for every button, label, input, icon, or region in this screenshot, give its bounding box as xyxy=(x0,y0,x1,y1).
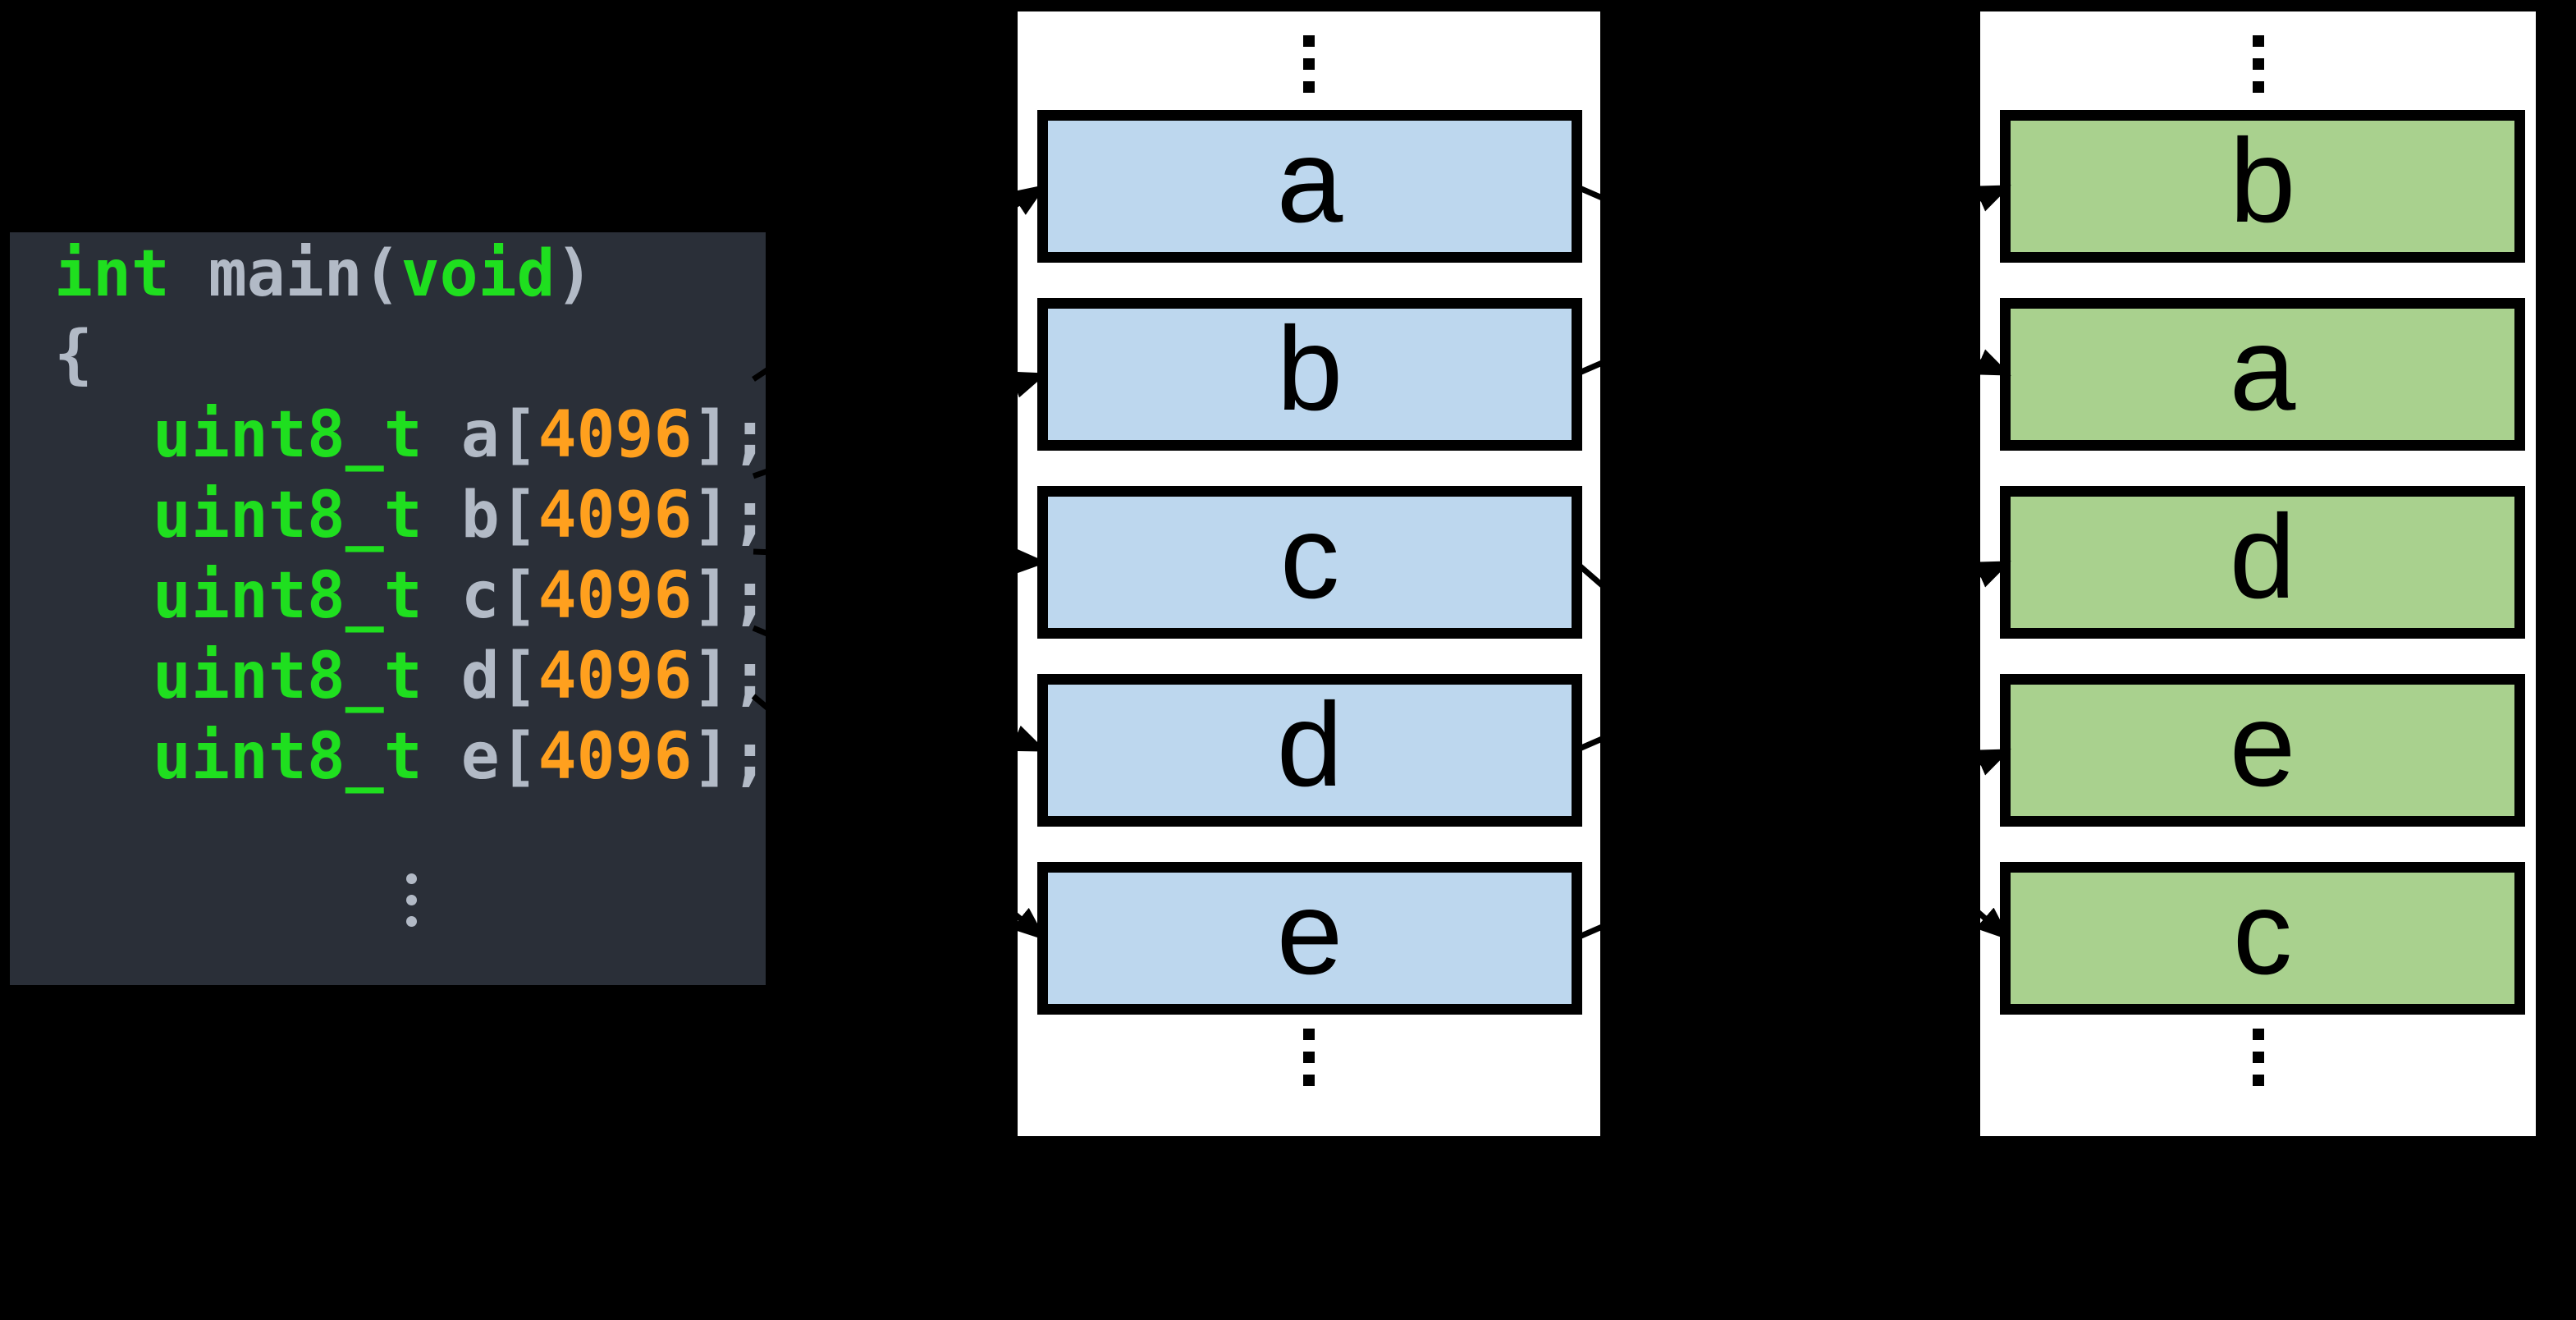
memory-cell-label: e xyxy=(1276,865,1343,999)
memory-cell: b xyxy=(1037,298,1582,451)
top-vertical-ellipsis xyxy=(2252,35,2264,93)
ellipsis-square xyxy=(2252,58,2264,70)
code-token-plain: c[ xyxy=(422,559,538,633)
mapping-arrow xyxy=(1574,183,2011,378)
code-token-plain: a[ xyxy=(422,398,538,472)
memory-cell-label: e xyxy=(2229,677,2296,811)
code-token-plain: ]; xyxy=(692,639,770,713)
code-token-plain: ]; xyxy=(692,479,770,552)
memory-cell-label: b xyxy=(2229,113,2296,247)
ellipsis-dot xyxy=(406,895,417,905)
bottom-vertical-ellipsis xyxy=(2252,1029,2264,1086)
code-token-plain: ) xyxy=(555,237,594,311)
right-memory-column: b a d e c xyxy=(1980,7,2536,1148)
code-token-keyword: uint8_t xyxy=(153,559,423,633)
memory-cell: a xyxy=(2000,298,2525,451)
column-bottom-border xyxy=(1980,1136,2536,1148)
code-line: uint8_t a[4096]; xyxy=(10,395,770,475)
bottom-vertical-ellipsis xyxy=(1303,1029,1315,1086)
memory-cell: c xyxy=(1037,486,1582,639)
code-line: uint8_t c[4096]; xyxy=(10,556,770,636)
ellipsis-square xyxy=(1303,1029,1315,1040)
mapping-arrow xyxy=(752,625,1047,754)
code-line: uint8_t b[4096]; xyxy=(10,475,770,556)
memory-cell-label: a xyxy=(1276,113,1343,247)
memory-cell-label: d xyxy=(2229,489,2296,623)
mapping-arrow xyxy=(753,547,1048,575)
ellipsis-square xyxy=(1303,58,1315,70)
code-token-number: 4096 xyxy=(538,639,693,713)
mapping-arrow xyxy=(1574,559,2011,754)
code-token-plain: main( xyxy=(169,237,401,311)
code-vertical-ellipsis xyxy=(406,873,417,927)
memory-cell: b xyxy=(2000,110,2525,263)
top-vertical-ellipsis xyxy=(1303,35,1315,93)
memory-cell: e xyxy=(2000,674,2525,827)
memory-cell: d xyxy=(2000,486,2525,639)
code-line: int main(void) xyxy=(10,234,766,314)
code-token-plain: d[ xyxy=(422,639,538,713)
mapping-arrow xyxy=(752,184,1047,382)
memory-cell: c xyxy=(2000,862,2525,1015)
code-line: uint8_t e[4096]; xyxy=(10,717,770,797)
code-token-number: 4096 xyxy=(538,479,693,552)
code-panel: int main(void){uint8_t a[4096];uint8_t b… xyxy=(10,232,770,985)
code-token-plain: e[ xyxy=(422,720,538,794)
code-line: uint8_t d[4096]; xyxy=(10,636,770,717)
code-token-number: 4096 xyxy=(538,720,693,794)
code-token-keyword: uint8_t xyxy=(153,398,423,472)
memory-cell-label: a xyxy=(2229,301,2296,435)
memory-cell-label: d xyxy=(1276,677,1343,811)
code-token-keyword: uint8_t xyxy=(153,479,423,552)
memory-cell: a xyxy=(1037,110,1582,263)
code-token-keyword: int xyxy=(54,237,170,311)
ellipsis-square xyxy=(1303,1075,1315,1086)
code-token-plain: ]; xyxy=(692,559,770,633)
ellipsis-square xyxy=(2252,1029,2264,1040)
mapping-arrow xyxy=(752,371,1047,479)
code-listing: int main(void){uint8_t a[4096];uint8_t b… xyxy=(10,234,770,797)
code-token-plain: ]; xyxy=(692,398,770,472)
code-token-plain: ]; xyxy=(692,720,770,794)
code-line: { xyxy=(10,314,766,395)
ellipsis-dot xyxy=(406,916,417,927)
mapping-arrow xyxy=(1573,560,2011,941)
memory-cell-label: b xyxy=(1276,301,1343,435)
ellipsis-square xyxy=(2252,81,2264,93)
ellipsis-square xyxy=(2252,35,2264,47)
ellipsis-dot xyxy=(406,873,417,884)
code-token-keyword: uint8_t xyxy=(153,639,423,713)
column-top-border xyxy=(1980,7,2536,11)
memory-cell-label: c xyxy=(2232,865,2293,999)
code-token-keyword: uint8_t xyxy=(153,720,423,794)
ellipsis-square xyxy=(1303,1052,1315,1063)
ellipsis-square xyxy=(2252,1052,2264,1063)
mapping-arrow xyxy=(751,694,1047,941)
code-token-plain: b[ xyxy=(422,479,538,552)
mapping-arrow xyxy=(1574,183,2011,378)
code-token-number: 4096 xyxy=(538,398,693,472)
column-bottom-border xyxy=(1018,1136,1600,1148)
column-top-border xyxy=(1018,7,1600,11)
ellipsis-square xyxy=(1303,35,1315,47)
memory-cell: d xyxy=(1037,674,1582,827)
ellipsis-square xyxy=(2252,1075,2264,1086)
mapping-arrow xyxy=(1574,747,2011,942)
memory-cell: e xyxy=(1037,862,1582,1015)
left-memory-column: a b c d e xyxy=(1018,7,1600,1148)
code-token-keyword: void xyxy=(400,237,556,311)
memory-cell-label: c xyxy=(1279,489,1340,623)
ellipsis-square xyxy=(1303,81,1315,93)
code-token-number: 4096 xyxy=(538,559,693,633)
code-token-plain: { xyxy=(54,318,93,392)
